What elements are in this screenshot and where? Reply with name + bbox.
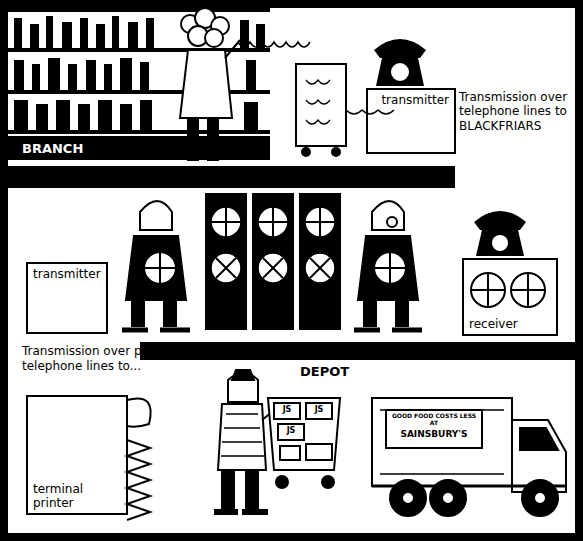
- lorry-slogan: GOOD FOOD COSTS LESS AT: [388, 412, 480, 426]
- lorry-brand: SAINSBURY'S: [388, 429, 480, 440]
- lorry: [372, 398, 566, 516]
- divider-bar: [140, 342, 575, 360]
- device-label: terminal printer: [33, 482, 121, 510]
- depot-worker: [214, 370, 272, 512]
- receiver-reels: [471, 273, 545, 307]
- transmission-note: Transmission over telephone lines to BLA…: [459, 90, 575, 133]
- device-label: transmitter: [373, 93, 449, 107]
- place-label: DEPOT: [300, 364, 370, 380]
- trolley: [268, 398, 340, 488]
- box-mark: JS: [306, 405, 332, 415]
- device-label: transmitter: [33, 267, 101, 281]
- telephone: [474, 211, 526, 256]
- device-label: receiver: [469, 317, 551, 331]
- transmission-note: Transmission over private telephone line…: [22, 344, 212, 374]
- device-box: transmitter: [366, 88, 456, 154]
- tape-drives: [205, 193, 341, 330]
- telephone: [374, 39, 426, 86]
- shelves: [8, 8, 270, 160]
- operator: [122, 201, 190, 330]
- box-mark: JS: [278, 426, 304, 436]
- device-box: receiver: [462, 258, 558, 336]
- divider-bar: [8, 166, 455, 188]
- place-label: BRANCH: [22, 141, 142, 157]
- box-mark: JS: [274, 405, 300, 415]
- operator: [354, 201, 422, 330]
- printer-paper: [127, 398, 151, 520]
- shop-assistant: [180, 8, 310, 160]
- ground: [8, 8, 575, 533]
- device-box: terminal printer: [26, 395, 128, 515]
- device-box: transmitter: [26, 262, 108, 334]
